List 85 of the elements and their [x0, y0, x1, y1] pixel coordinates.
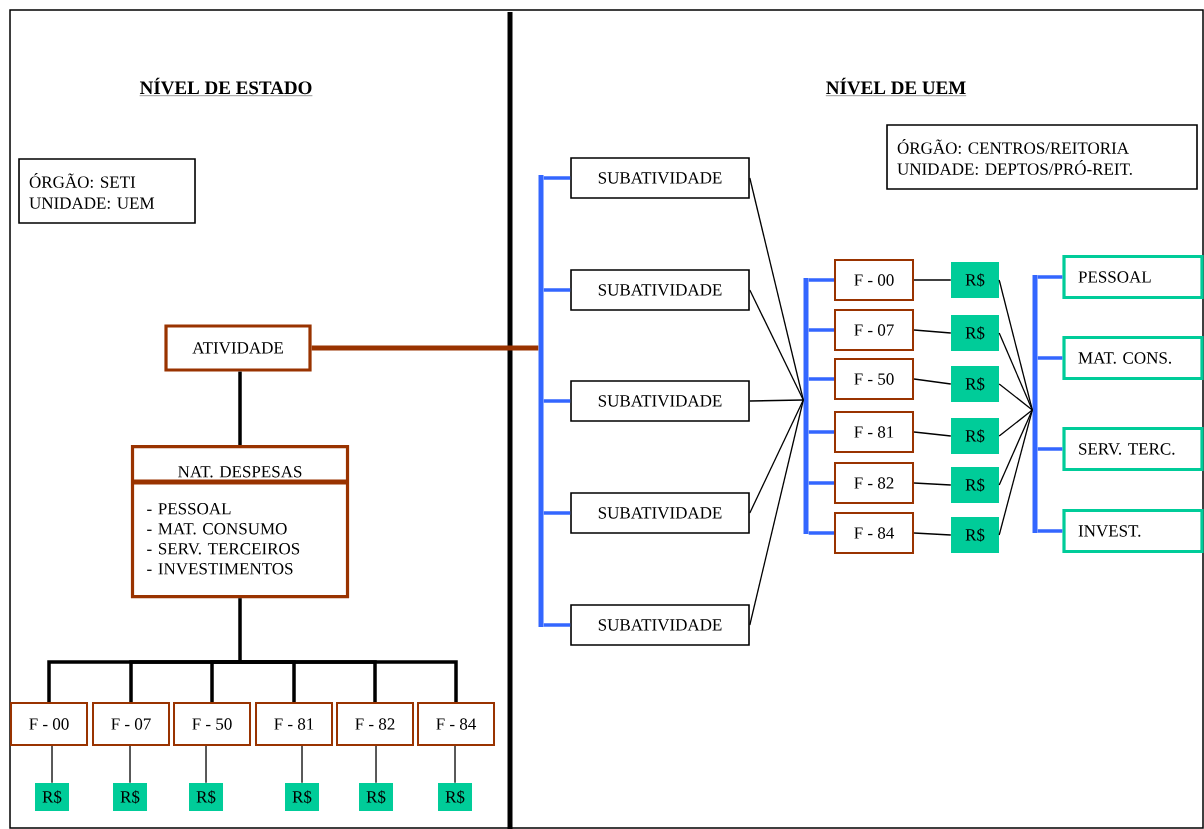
- connector-line: [749, 399, 804, 402]
- fund-box: F - 81: [255, 702, 333, 746]
- connector-line: [913, 532, 952, 536]
- connector-line: [808, 278, 834, 282]
- bracket-bar: [538, 175, 544, 627]
- connector-line: [210, 660, 240, 702]
- fund-box: F - 50: [173, 702, 251, 746]
- connector-line: [129, 745, 131, 784]
- connector-line: [913, 431, 952, 437]
- category-box: SERV. TERC.: [1062, 426, 1204, 472]
- connector-line: [51, 745, 53, 784]
- connector-line: [205, 745, 207, 784]
- fund-box: F - 82: [834, 462, 914, 504]
- subactivity-box: SUBATIVIDADE: [570, 380, 750, 422]
- connector-line: [998, 279, 1033, 411]
- connector-line: [808, 430, 834, 434]
- fund-box: F - 07: [834, 309, 914, 351]
- connector-line: [543, 623, 571, 627]
- money-box: R$: [189, 783, 223, 811]
- money-box: R$: [951, 517, 999, 553]
- activity-box: ATIVIDADE: [164, 324, 312, 372]
- fund-box: F - 50: [834, 358, 914, 400]
- connector-line: [543, 511, 571, 515]
- connector-line: [998, 332, 1033, 411]
- fund-box: F - 82: [336, 702, 414, 746]
- connector-line: [1037, 356, 1063, 360]
- category-box: MAT. CONS.: [1062, 335, 1204, 381]
- fund-box: F - 84: [417, 702, 495, 746]
- connector-line: [543, 399, 571, 403]
- fund-box: F - 84: [834, 512, 914, 554]
- connector-line: [913, 378, 952, 385]
- connector-line: [998, 383, 1033, 411]
- bracket-bar: [803, 278, 809, 534]
- subactivity-box: SUBATIVIDADE: [570, 269, 750, 311]
- category-box: PESSOAL: [1062, 254, 1204, 300]
- connector-line: [301, 745, 303, 784]
- money-box: R$: [35, 783, 69, 811]
- connector-line: [749, 399, 804, 626]
- connector-line: [913, 279, 952, 281]
- subactivity-box: SUBATIVIDADE: [570, 492, 750, 534]
- money-box: R$: [951, 315, 999, 351]
- fund-box: F - 07: [92, 702, 170, 746]
- subactivity-box: SUBATIVIDADE: [570, 157, 750, 199]
- category-box: INVEST.: [1062, 508, 1204, 554]
- connector-line: [913, 329, 952, 334]
- connector-line: [913, 482, 952, 486]
- connector-line: [808, 328, 834, 332]
- connector-line: [311, 345, 539, 351]
- connector-line: [749, 289, 804, 401]
- connector-line: [238, 371, 242, 445]
- connector-line: [749, 177, 804, 401]
- money-box: R$: [951, 262, 999, 298]
- connector-line: [238, 598, 242, 662]
- connector-line: [454, 745, 456, 784]
- money-box: R$: [951, 418, 999, 454]
- connector-line: [543, 288, 571, 292]
- info-box: ÓRGÃO: SETI UNIDADE: UEM: [18, 158, 196, 224]
- section-heading: NÍVEL DE ESTADO: [139, 77, 313, 96]
- subactivity-box: SUBATIVIDADE: [570, 604, 750, 646]
- connector-line: [998, 409, 1033, 486]
- connector-line: [998, 409, 1033, 536]
- money-box: R$: [438, 783, 472, 811]
- connector-line: [543, 176, 571, 180]
- connector-line: [1037, 275, 1063, 279]
- bracket-bar: [1032, 275, 1038, 533]
- connector-line: [808, 377, 834, 381]
- connector-line: [808, 531, 834, 535]
- money-box: R$: [285, 783, 319, 811]
- fund-box: F - 81: [834, 411, 914, 453]
- connector-line: [1037, 529, 1063, 533]
- fund-box: F - 00: [10, 702, 88, 746]
- connector-line: [749, 399, 804, 514]
- connector-line: [998, 409, 1033, 437]
- connector-line: [808, 481, 834, 485]
- money-box: R$: [951, 366, 999, 402]
- fund-box: F - 00: [834, 259, 914, 301]
- connector-line: [240, 660, 458, 702]
- connector-line: [375, 745, 377, 784]
- money-box: R$: [951, 467, 999, 503]
- section-heading: NÍVEL DE UEM: [825, 77, 967, 96]
- info-box: ÓRGÃO: CENTROS/REITORIA UNIDADE: DEPTOS/PRÓ-REIT.: [886, 124, 1198, 190]
- expense-box: NAT. DESPESAS - PESSOAL - MAT. CONSUMO - SERV. TERCEIROS - INVESTIMENTOS: [130, 445, 350, 599]
- money-box: R$: [359, 783, 393, 811]
- money-box: R$: [113, 783, 147, 811]
- connector-line: [1037, 447, 1063, 451]
